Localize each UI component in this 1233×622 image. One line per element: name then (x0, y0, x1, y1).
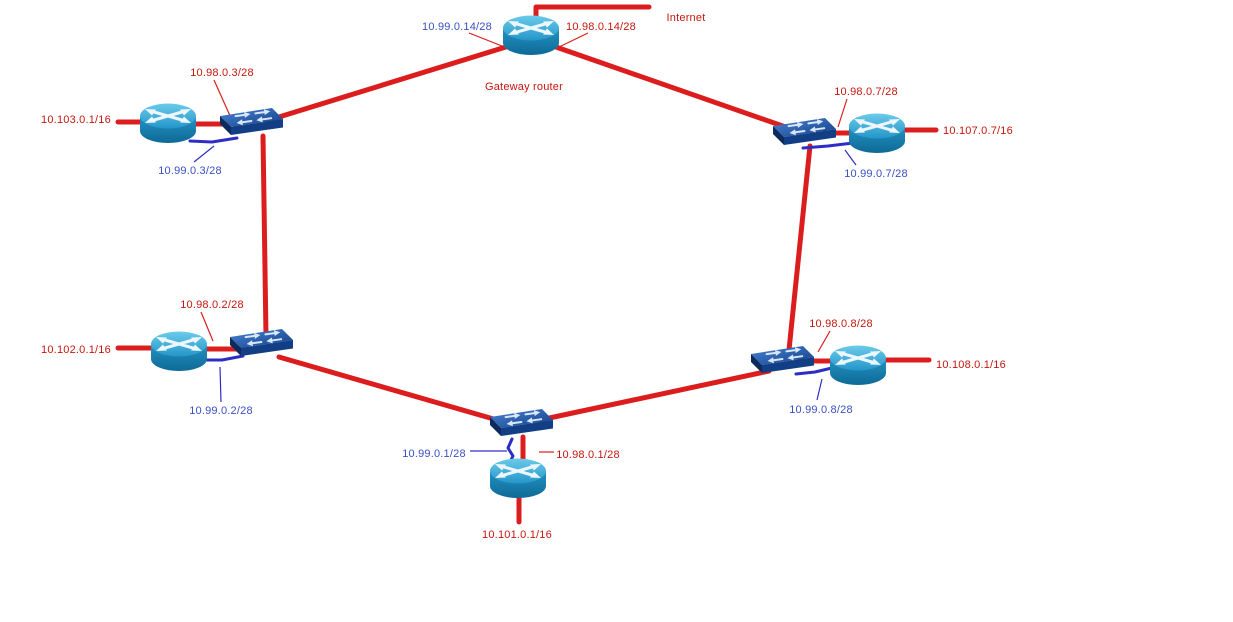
link-blue-link-2 (202, 354, 245, 362)
leader-10-98-0-2 (200, 311, 214, 342)
link-blue-link-3 (188, 136, 239, 144)
router-10-108-icon (828, 344, 888, 387)
label-ip-10-99-0-3: 10.99.0.3/28 (158, 165, 222, 177)
router-10-103-icon (138, 102, 198, 145)
label-ip-10-99-0-7: 10.99.0.7/28 (844, 168, 908, 180)
label-ip-10-101-0-1: 10.101.0.1/16 (482, 529, 552, 541)
link-blue-link-8 (794, 365, 838, 376)
leader-10-99-0-7 (844, 149, 857, 166)
label-ip-10-99-0-14: 10.99.0.14/28 (422, 21, 492, 33)
label-ip-10-99-0-2: 10.99.0.2/28 (189, 405, 253, 417)
label-ip-10-98-0-8: 10.98.0.8/28 (809, 318, 873, 330)
link-gateway-to-switch-7 (553, 44, 803, 135)
router-10-102-icon (149, 330, 209, 373)
label-ip-10-102-0-1: 10.102.0.1/16 (41, 344, 111, 356)
router-10-101-icon (488, 457, 548, 500)
leader-10-98-0-3 (213, 79, 232, 119)
label-ip-10-98-0-1: 10.98.0.1/28 (556, 449, 620, 461)
label-ip-10-98-0-3: 10.98.0.3/28 (190, 67, 254, 79)
label-ip-10-99-0-1: 10.99.0.1/28 (402, 448, 466, 460)
switch-8-icon (750, 345, 815, 374)
leader-10-98-0-8 (817, 330, 831, 353)
leader-10-99-0-8 (816, 378, 823, 401)
label-ip-10-99-0-8: 10.99.0.8/28 (789, 404, 853, 416)
switch-1-icon (489, 408, 554, 437)
link-gateway-to-switch-3 (263, 43, 512, 124)
label-ip-10-98-0-7: 10.98.0.7/28 (834, 86, 898, 98)
gateway-router-icon (501, 14, 561, 57)
leader-10-99-0-3 (193, 145, 215, 163)
link-switch-1-to-switch-8 (537, 368, 772, 423)
link-switch-7-to-switch-8 (786, 143, 813, 353)
link-blue-link-7 (801, 141, 855, 150)
leader-10-99-0-2 (219, 366, 222, 403)
switch-3-icon (219, 107, 284, 136)
link-switch-3-to-switch-2 (260, 133, 269, 339)
label-ip-10-107-0-7: 10.107.0.7/16 (943, 125, 1013, 137)
leader-10-98-0-14 (558, 32, 589, 48)
router-10-107-icon (847, 112, 907, 155)
leader-10-98-0-7 (837, 98, 848, 128)
label-ip-10-108-0-1: 10.108.0.1/16 (936, 359, 1006, 371)
label-ip-10-98-0-2: 10.98.0.2/28 (180, 299, 244, 311)
link-switch-2-to-switch-1 (276, 354, 507, 425)
leader-10-99-0-14 (468, 32, 503, 47)
switch-2-icon (229, 328, 294, 357)
label-internet: Internet (667, 12, 706, 24)
label-ip-10-98-0-14: 10.98.0.14/28 (566, 21, 636, 33)
label-ip-10-103-0-1: 10.103.0.1/16 (41, 114, 111, 126)
switch-7-icon (772, 117, 837, 146)
label-gateway-router-caption: Gateway router (485, 81, 563, 93)
